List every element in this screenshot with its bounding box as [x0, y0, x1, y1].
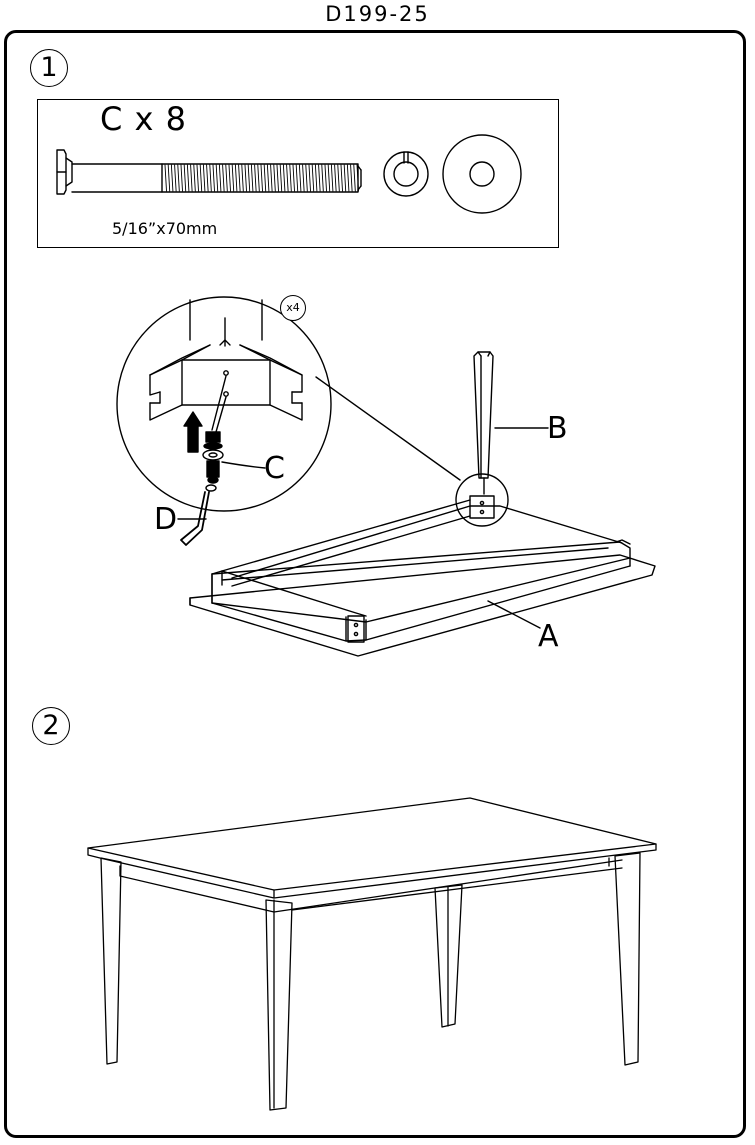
bolt-stack-icon — [202, 431, 224, 492]
corner-detail-marker — [455, 473, 509, 527]
callout-b: B — [547, 411, 568, 446]
parts-box: C x 8 5/16”x70mm — [37, 99, 559, 248]
table-leg-part-b — [473, 351, 494, 495]
callout-d: D — [154, 502, 178, 537]
document-code: D199-25 — [325, 2, 430, 26]
flat-washer-icon — [442, 134, 522, 214]
leader-c — [221, 461, 266, 469]
lock-washer-icon — [383, 151, 429, 197]
assembled-table — [87, 797, 657, 1111]
step-1-badge: 1 — [30, 49, 68, 87]
detail-connector-line — [315, 376, 461, 481]
allen-key-part-d — [180, 491, 210, 546]
step-2-badge: 2 — [32, 707, 70, 745]
magnified-detail — [116, 296, 332, 512]
instruction-frame — [4, 30, 746, 1138]
leader-a — [487, 600, 541, 629]
part-quantity: C x 8 — [100, 100, 187, 138]
bolt-size-label: 5/16”x70mm — [112, 219, 218, 238]
apron-frame-part-a — [189, 499, 656, 657]
quantity-multiplier-badge: x4 — [280, 295, 306, 321]
callout-a: A — [538, 619, 559, 654]
callout-c: C — [264, 451, 285, 486]
